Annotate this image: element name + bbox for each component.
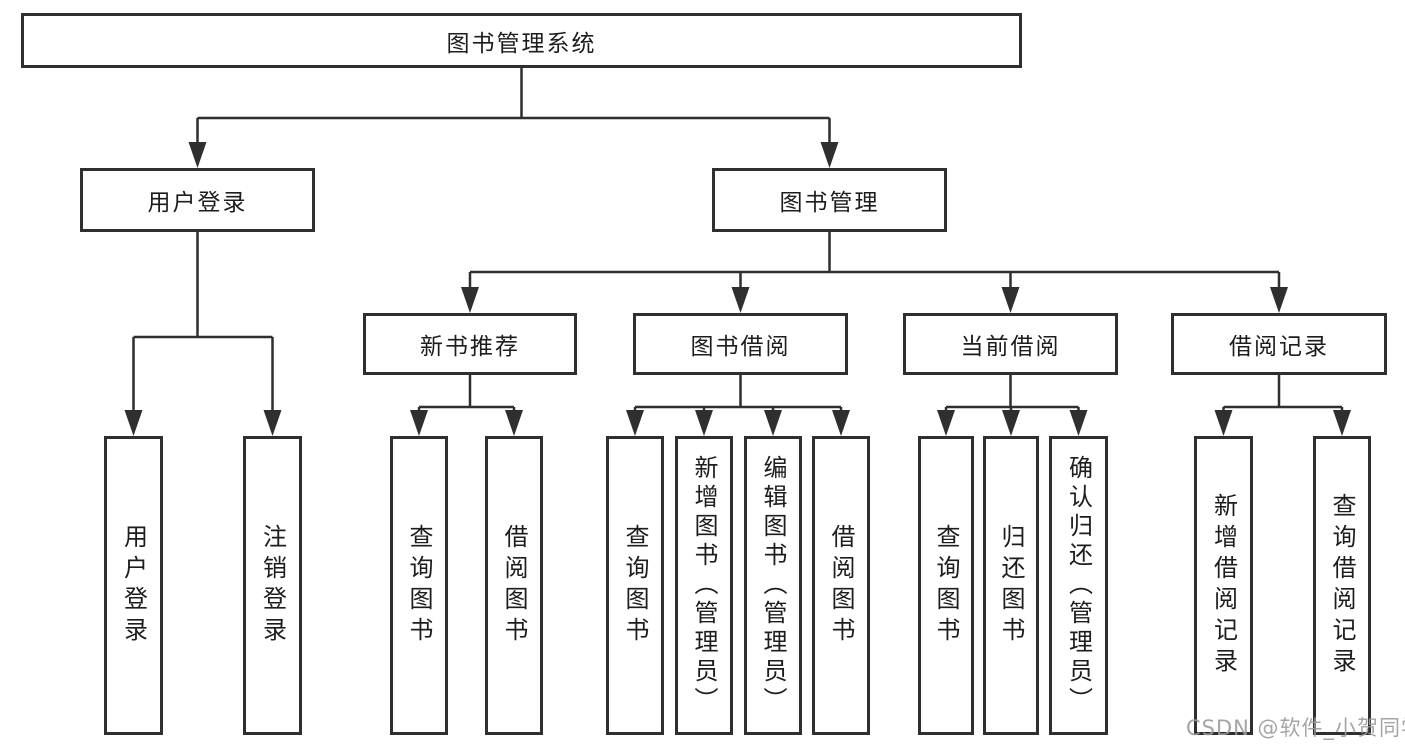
arrow-down-icon bbox=[1001, 287, 1020, 313]
leaf-logout-label: 注销登录 bbox=[258, 523, 287, 648]
arrow-down-icon bbox=[1214, 410, 1233, 436]
leaf-edit-book-admin: 编辑图书（管理员） bbox=[744, 436, 802, 735]
node-user-login: 用户登录 bbox=[80, 168, 315, 232]
leaf-user-login: 用户登录 bbox=[104, 436, 163, 735]
leaf-borrow-books-recommend: 借阅图书 bbox=[485, 436, 543, 735]
leaf-return-book: 归还图书 bbox=[983, 436, 1039, 735]
node-book-borrow-label: 图书借阅 bbox=[690, 334, 791, 360]
arrow-down-icon bbox=[461, 287, 479, 313]
leaf-add-borrow-record-label: 新增借阅记录 bbox=[1209, 492, 1238, 679]
leaf-query-books-recommend: 查询图书 bbox=[390, 436, 448, 735]
node-book-management-label: 图书管理 bbox=[779, 190, 880, 216]
node-system-root-label: 图书管理系统 bbox=[446, 30, 597, 57]
node-borrow-records: 借阅记录 bbox=[1171, 313, 1387, 375]
leaf-borrow-books-label: 借阅图书 bbox=[827, 523, 855, 648]
arrow-down-icon bbox=[820, 142, 839, 168]
node-user-login-label: 用户登录 bbox=[147, 190, 248, 216]
arrow-down-icon bbox=[263, 410, 282, 436]
leaf-return-book-label: 归还图书 bbox=[997, 523, 1025, 648]
leaf-query-borrow-record-label: 查询借阅记录 bbox=[1328, 492, 1356, 679]
leaf-borrow-books: 借阅图书 bbox=[812, 436, 870, 735]
leaf-query-books-borrow: 查询图书 bbox=[606, 436, 664, 735]
arrow-down-icon bbox=[1333, 410, 1351, 436]
leaf-borrow-books-recommend-label: 借阅图书 bbox=[500, 523, 528, 648]
leaf-logout: 注销登录 bbox=[243, 436, 302, 735]
leaf-add-book-admin: 新增图书（管理员） bbox=[675, 436, 733, 735]
node-new-book-recommend: 新书推荐 bbox=[363, 313, 577, 375]
node-book-management: 图书管理 bbox=[712, 168, 947, 232]
leaf-add-book-admin-label: 新增图书（管理员） bbox=[690, 455, 718, 716]
leaf-query-books-recommend-label: 查询图书 bbox=[405, 523, 433, 648]
arrow-down-icon bbox=[188, 142, 207, 168]
node-book-borrow: 图书借阅 bbox=[633, 313, 848, 375]
leaf-user-login-label: 用户登录 bbox=[119, 523, 148, 648]
leaf-query-books-current-label: 查询图书 bbox=[932, 523, 960, 648]
leaf-query-borrow-record: 查询借阅记录 bbox=[1313, 436, 1371, 735]
node-current-borrow-label: 当前借阅 bbox=[960, 334, 1061, 360]
leaf-query-books-current: 查询图书 bbox=[918, 436, 974, 735]
node-new-book-recommend-label: 新书推荐 bbox=[420, 334, 520, 360]
leaf-confirm-return-admin-label: 确认归还（管理员） bbox=[1064, 455, 1093, 716]
arrow-down-icon bbox=[937, 410, 955, 436]
arrow-down-icon bbox=[832, 410, 850, 436]
node-system-root: 图书管理系统 bbox=[21, 13, 1022, 68]
arrow-down-icon bbox=[626, 410, 644, 436]
leaf-query-books-borrow-label: 查询图书 bbox=[621, 523, 649, 648]
arrow-down-icon bbox=[1069, 410, 1088, 436]
arrow-down-icon bbox=[1002, 410, 1020, 436]
arrow-down-icon bbox=[410, 410, 428, 436]
arrow-down-icon bbox=[505, 410, 523, 436]
arrow-down-icon bbox=[124, 410, 143, 436]
leaf-confirm-return-admin: 确认归还（管理员） bbox=[1049, 436, 1108, 735]
leaf-add-borrow-record: 新增借阅记录 bbox=[1194, 436, 1253, 735]
leaf-edit-book-admin-label: 编辑图书（管理员） bbox=[759, 455, 787, 716]
arrow-down-icon bbox=[695, 410, 713, 436]
csdn-watermark: CSDN @软件_小贺同学 bbox=[1186, 716, 1405, 740]
arrow-down-icon bbox=[1270, 287, 1288, 313]
node-current-borrow: 当前借阅 bbox=[903, 313, 1118, 375]
node-borrow-records-label: 借阅记录 bbox=[1229, 334, 1329, 360]
arrow-down-icon bbox=[731, 287, 750, 313]
arrow-down-icon bbox=[764, 410, 782, 436]
